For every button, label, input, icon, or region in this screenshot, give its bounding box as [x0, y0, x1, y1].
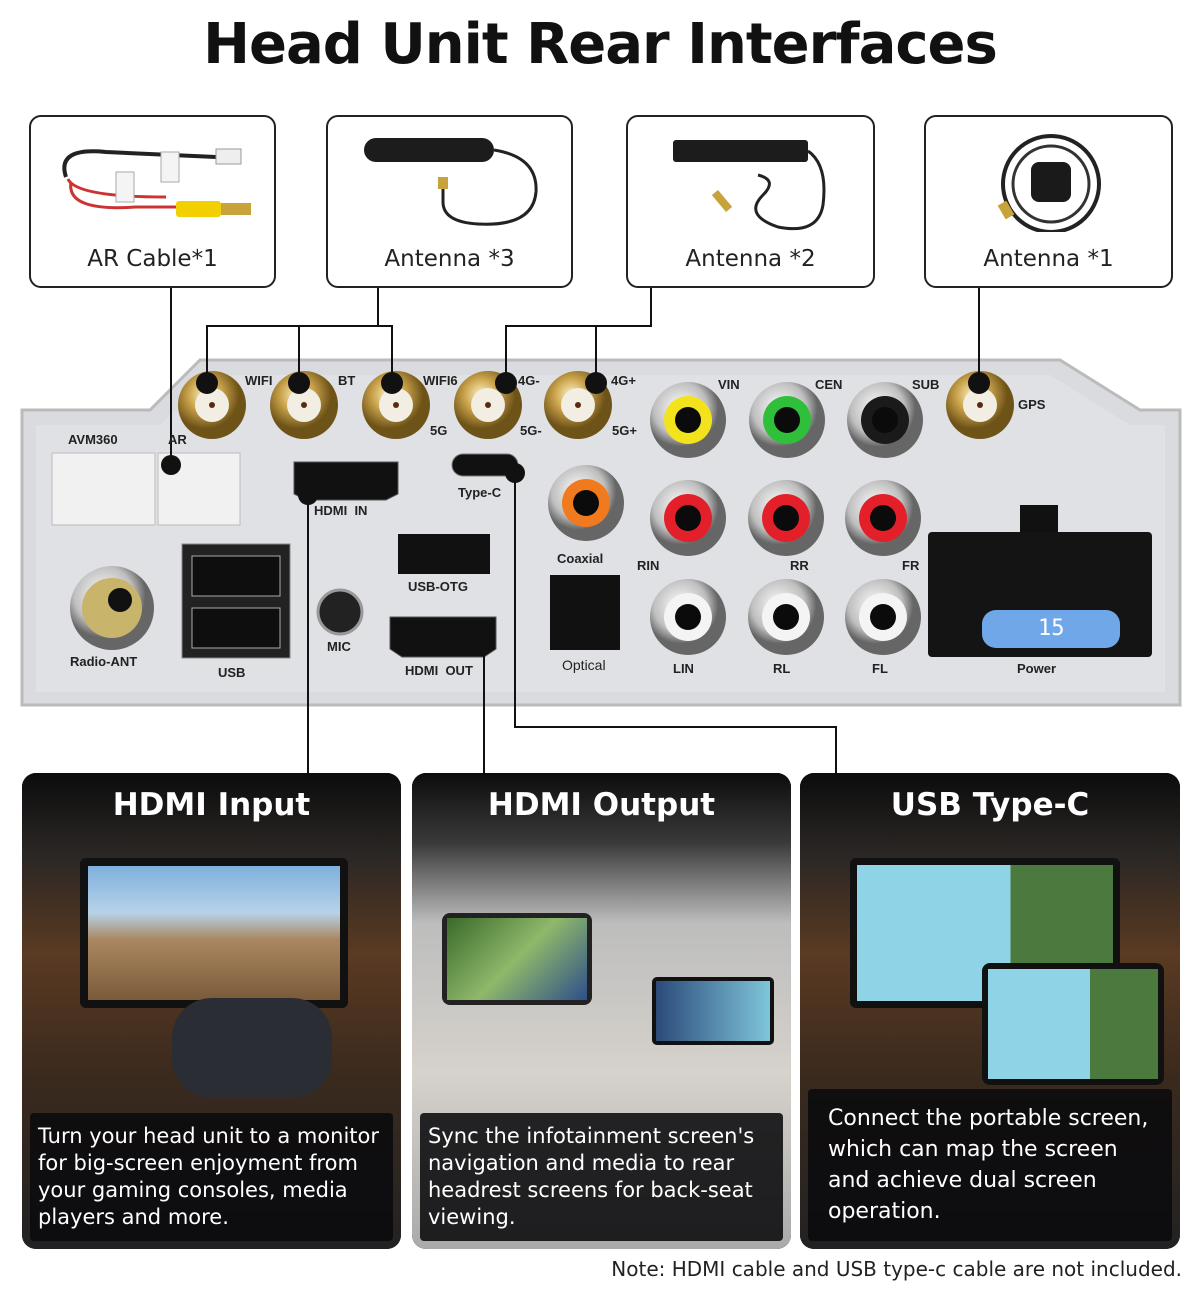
- hdmi-in-port: [293, 461, 399, 501]
- gps-antenna-image: [997, 134, 1101, 232]
- card-title: HDMI Input: [112, 787, 311, 823]
- accessory-label: Antenna *3: [384, 246, 515, 272]
- card-description: Connect the portable screen, which can m…: [808, 1089, 1172, 1241]
- port-label-avm360: AVM360: [68, 432, 118, 447]
- accessory-ar-cable: AR Cable*1: [29, 115, 276, 288]
- port-label-mic: MIC: [327, 639, 351, 654]
- ar-cable-image: [62, 148, 251, 217]
- optical-port: [550, 575, 620, 650]
- card-hdmi-input: HDMI Input Turn your head unit to a moni…: [22, 773, 401, 1249]
- port-label-wifi: WIFI: [245, 373, 273, 388]
- fuse-rating: 15: [1038, 616, 1065, 641]
- port-label-fl: FL: [872, 661, 888, 676]
- port-label-usb-otg: USB-OTG: [408, 579, 468, 594]
- port-label-cen: CEN: [815, 377, 843, 392]
- fuse: [982, 610, 1120, 648]
- card-title: USB Type-C: [890, 787, 1090, 823]
- port-label-hdmi-in: HDMI IN: [314, 503, 368, 518]
- port-label-4g-minus: 4G-: [518, 373, 540, 388]
- accessory-antenna-2: Antenna *2: [626, 115, 875, 288]
- port-label-type-c: Type-C: [458, 485, 502, 500]
- head-unit-screen: [652, 977, 774, 1045]
- port-label-rl: RL: [773, 661, 791, 676]
- headrest-screen: [442, 913, 592, 1005]
- antenna-image: [673, 140, 826, 231]
- port-label-5g-minus: 5G-: [520, 423, 542, 438]
- usb-otg-port: [398, 534, 490, 574]
- accessory-antenna-1: Antenna *1: [924, 115, 1173, 288]
- footnote: Note: HDMI cable and USB type-c cable ar…: [611, 1257, 1182, 1281]
- card-description: Turn your head unit to a monitor for big…: [30, 1113, 393, 1241]
- port-label-5g: 5G: [430, 423, 448, 438]
- port-label-ar: AR: [168, 432, 187, 447]
- accessory-label: AR Cable*1: [87, 246, 218, 272]
- card-title: HDMI Output: [487, 787, 716, 823]
- accessory-label: Antenna *2: [685, 246, 816, 272]
- port-label-5g-plus: 5G+: [612, 423, 637, 438]
- port-label-coaxial: Coaxial: [557, 551, 604, 566]
- port-label-rin: RIN: [637, 558, 660, 573]
- avm360-connector: [51, 452, 156, 526]
- portable-screen: [982, 963, 1164, 1085]
- port-label-sub: SUB: [912, 377, 940, 392]
- card-hdmi-output: HDMI Output Sync the infotainment screen…: [412, 773, 791, 1249]
- page-title: Head Unit Rear Interfaces: [203, 12, 998, 77]
- port-label-power: Power: [1017, 661, 1057, 676]
- card-description: Sync the infotainment screen's navigatio…: [420, 1113, 783, 1241]
- port-label-hdmi-out: HDMI OUT: [405, 663, 473, 678]
- mic-port: [316, 588, 364, 636]
- port-label-radio-ant: Radio-ANT: [70, 654, 138, 669]
- port-label-optical: Optical: [562, 657, 606, 673]
- accessory-label: Antenna *1: [983, 246, 1114, 272]
- port-label-wifi6: WIFI6: [423, 373, 458, 388]
- port-label-vin: VIN: [718, 377, 740, 392]
- accessory-antenna-3: Antenna *3: [326, 115, 573, 288]
- port-label-bt: BT: [338, 373, 356, 388]
- gamepad-image: [172, 998, 332, 1098]
- port-label-gps: GPS: [1018, 397, 1046, 412]
- port-label-fr: FR: [902, 558, 920, 573]
- port-label-rr: RR: [790, 558, 809, 573]
- rear-panel: [20, 288, 1182, 773]
- port-label-4g-plus: 4G+: [611, 373, 636, 388]
- port-label-lin: LIN: [673, 661, 694, 676]
- antenna-image: [364, 138, 538, 226]
- card-usb-type-c: USB Type-C Connect the portable screen, …: [800, 773, 1180, 1249]
- head-unit-screen: [80, 858, 348, 1008]
- port-label-usb: USB: [218, 665, 246, 680]
